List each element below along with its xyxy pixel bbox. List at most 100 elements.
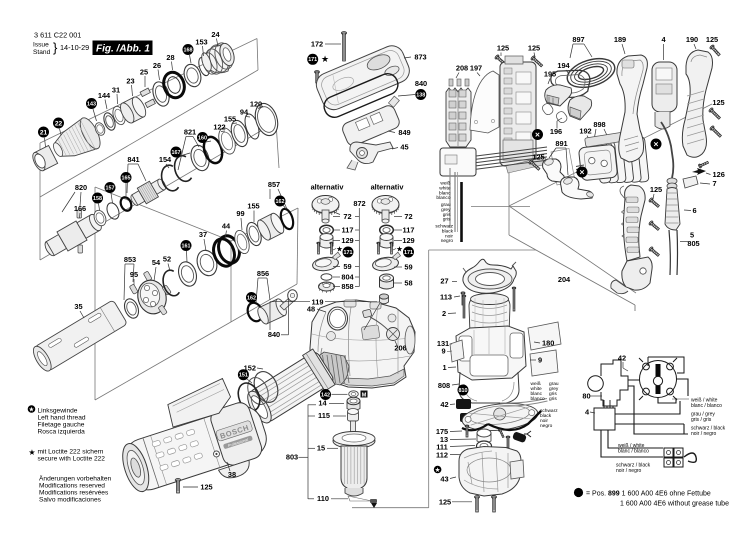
svg-text:26: 26 — [153, 61, 161, 70]
svg-text:14-10-29: 14-10-29 — [60, 43, 89, 52]
svg-text:★: ★ — [336, 245, 343, 254]
svg-text:43: 43 — [440, 475, 448, 484]
svg-text:872: 872 — [353, 199, 365, 208]
svg-text:155: 155 — [224, 115, 236, 124]
svg-text:37: 37 — [199, 230, 207, 239]
svg-text:schwarz: schwarz — [540, 408, 558, 414]
svg-text:grau: grau — [441, 202, 451, 208]
svg-text:158: 158 — [93, 196, 102, 202]
svg-text:171: 171 — [344, 250, 353, 256]
svg-text:Modifications reserved: Modifications reserved — [39, 483, 105, 490]
svg-text:grey: grey — [441, 207, 451, 213]
svg-text:Left hand thread: Left hand thread — [38, 415, 86, 422]
svg-text:190: 190 — [686, 35, 698, 44]
svg-text:125: 125 — [712, 98, 724, 107]
svg-text:weiß: weiß — [440, 181, 450, 187]
svg-text:94: 94 — [240, 108, 249, 117]
svg-text:95: 95 — [130, 270, 138, 279]
svg-text:112: 112 — [436, 451, 448, 460]
svg-text:48: 48 — [307, 305, 315, 314]
svg-text:31: 31 — [112, 86, 120, 95]
svg-text:897: 897 — [572, 35, 584, 44]
svg-text:129: 129 — [402, 236, 414, 245]
svg-text:Modifications resérvées: Modifications resérvées — [39, 490, 109, 497]
svg-text:weiß / white: weiß / white — [618, 443, 645, 449]
svg-text:160: 160 — [198, 135, 207, 141]
svg-text:Fig. /Abb. 1: Fig. /Abb. 1 — [96, 44, 150, 55]
svg-text:★: ★ — [28, 448, 35, 457]
svg-text:117: 117 — [342, 225, 354, 234]
svg-text:165: 165 — [122, 175, 131, 181]
svg-text:857: 857 — [268, 180, 280, 189]
svg-text:111: 111 — [436, 443, 448, 452]
svg-text:alternativ: alternativ — [311, 183, 345, 192]
svg-text:noir: noir — [540, 418, 548, 424]
svg-text:821: 821 — [184, 128, 196, 137]
svg-text:35: 35 — [74, 302, 82, 311]
svg-text:gris: gris — [443, 217, 451, 223]
svg-text:white: white — [531, 386, 543, 392]
svg-text:161: 161 — [182, 243, 191, 249]
svg-text:weiß: weiß — [531, 381, 541, 387]
svg-text:Rosca izquierda: Rosca izquierda — [38, 429, 86, 436]
svg-text:22: 22 — [55, 120, 63, 127]
svg-text:}: } — [53, 40, 58, 55]
svg-text:192: 192 — [579, 127, 591, 136]
svg-text:42: 42 — [440, 400, 448, 409]
svg-text:125: 125 — [439, 498, 451, 507]
svg-text:7: 7 — [713, 179, 717, 188]
svg-text:858: 858 — [341, 282, 353, 291]
svg-text:white: white — [439, 185, 451, 191]
svg-text:★: ★ — [396, 245, 403, 254]
svg-text:166: 166 — [74, 204, 86, 213]
svg-text:grau / grey: grau / grey — [691, 412, 715, 418]
svg-text:155: 155 — [247, 202, 259, 211]
svg-text:alternativ: alternativ — [371, 183, 405, 192]
svg-text:115: 115 — [318, 411, 330, 420]
svg-text:gris / gris: gris / gris — [691, 417, 712, 423]
svg-text:58: 58 — [404, 278, 412, 287]
svg-text:157: 157 — [106, 185, 115, 191]
svg-text:841: 841 — [127, 155, 139, 164]
svg-text:15: 15 — [317, 444, 325, 453]
svg-text:gris: gris — [549, 396, 557, 402]
svg-text:grau: grau — [549, 381, 559, 387]
svg-text:blanco: blanco — [436, 195, 450, 201]
svg-text:840: 840 — [268, 330, 280, 339]
svg-text:24: 24 — [211, 30, 220, 39]
svg-text:schwarz / black: schwarz / black — [616, 463, 651, 469]
svg-text:805: 805 — [687, 239, 699, 248]
svg-text:873: 873 — [414, 53, 426, 62]
svg-text:Änderungen vorbehalten: Änderungen vorbehalten — [39, 475, 112, 483]
svg-text:172: 172 — [311, 40, 323, 49]
svg-text:129: 129 — [341, 236, 353, 245]
svg-text:14: 14 — [318, 399, 327, 408]
svg-text:125: 125 — [532, 153, 544, 162]
svg-text:840: 840 — [415, 79, 427, 88]
svg-text:✕: ✕ — [535, 132, 541, 139]
svg-text:72: 72 — [343, 212, 351, 221]
svg-text:✕: ✕ — [579, 169, 585, 176]
svg-text:142: 142 — [321, 392, 330, 398]
svg-text:168: 168 — [184, 47, 193, 53]
svg-text:★: ★ — [321, 54, 329, 64]
svg-text:162: 162 — [247, 295, 256, 301]
svg-text:120: 120 — [250, 100, 262, 109]
svg-text:3 611 C22 001: 3 611 C22 001 — [34, 31, 81, 40]
svg-text:★: ★ — [29, 405, 35, 413]
svg-text:4: 4 — [661, 35, 666, 44]
svg-text:38: 38 — [228, 470, 236, 479]
svg-text:196: 196 — [550, 127, 562, 136]
svg-text:125: 125 — [497, 44, 509, 53]
svg-text:★: ★ — [435, 466, 441, 474]
svg-text:154: 154 — [159, 155, 172, 164]
svg-text:113: 113 — [440, 293, 452, 302]
svg-text:Linksgewinde: Linksgewinde — [38, 408, 78, 415]
svg-text:204: 204 — [558, 275, 571, 284]
svg-text:171: 171 — [308, 57, 317, 63]
svg-text:125: 125 — [528, 44, 540, 53]
svg-text:125: 125 — [200, 483, 212, 492]
svg-text:Issue: Issue — [33, 42, 49, 49]
svg-text:Professional: Professional — [228, 438, 249, 448]
svg-text:194: 194 — [557, 61, 570, 70]
